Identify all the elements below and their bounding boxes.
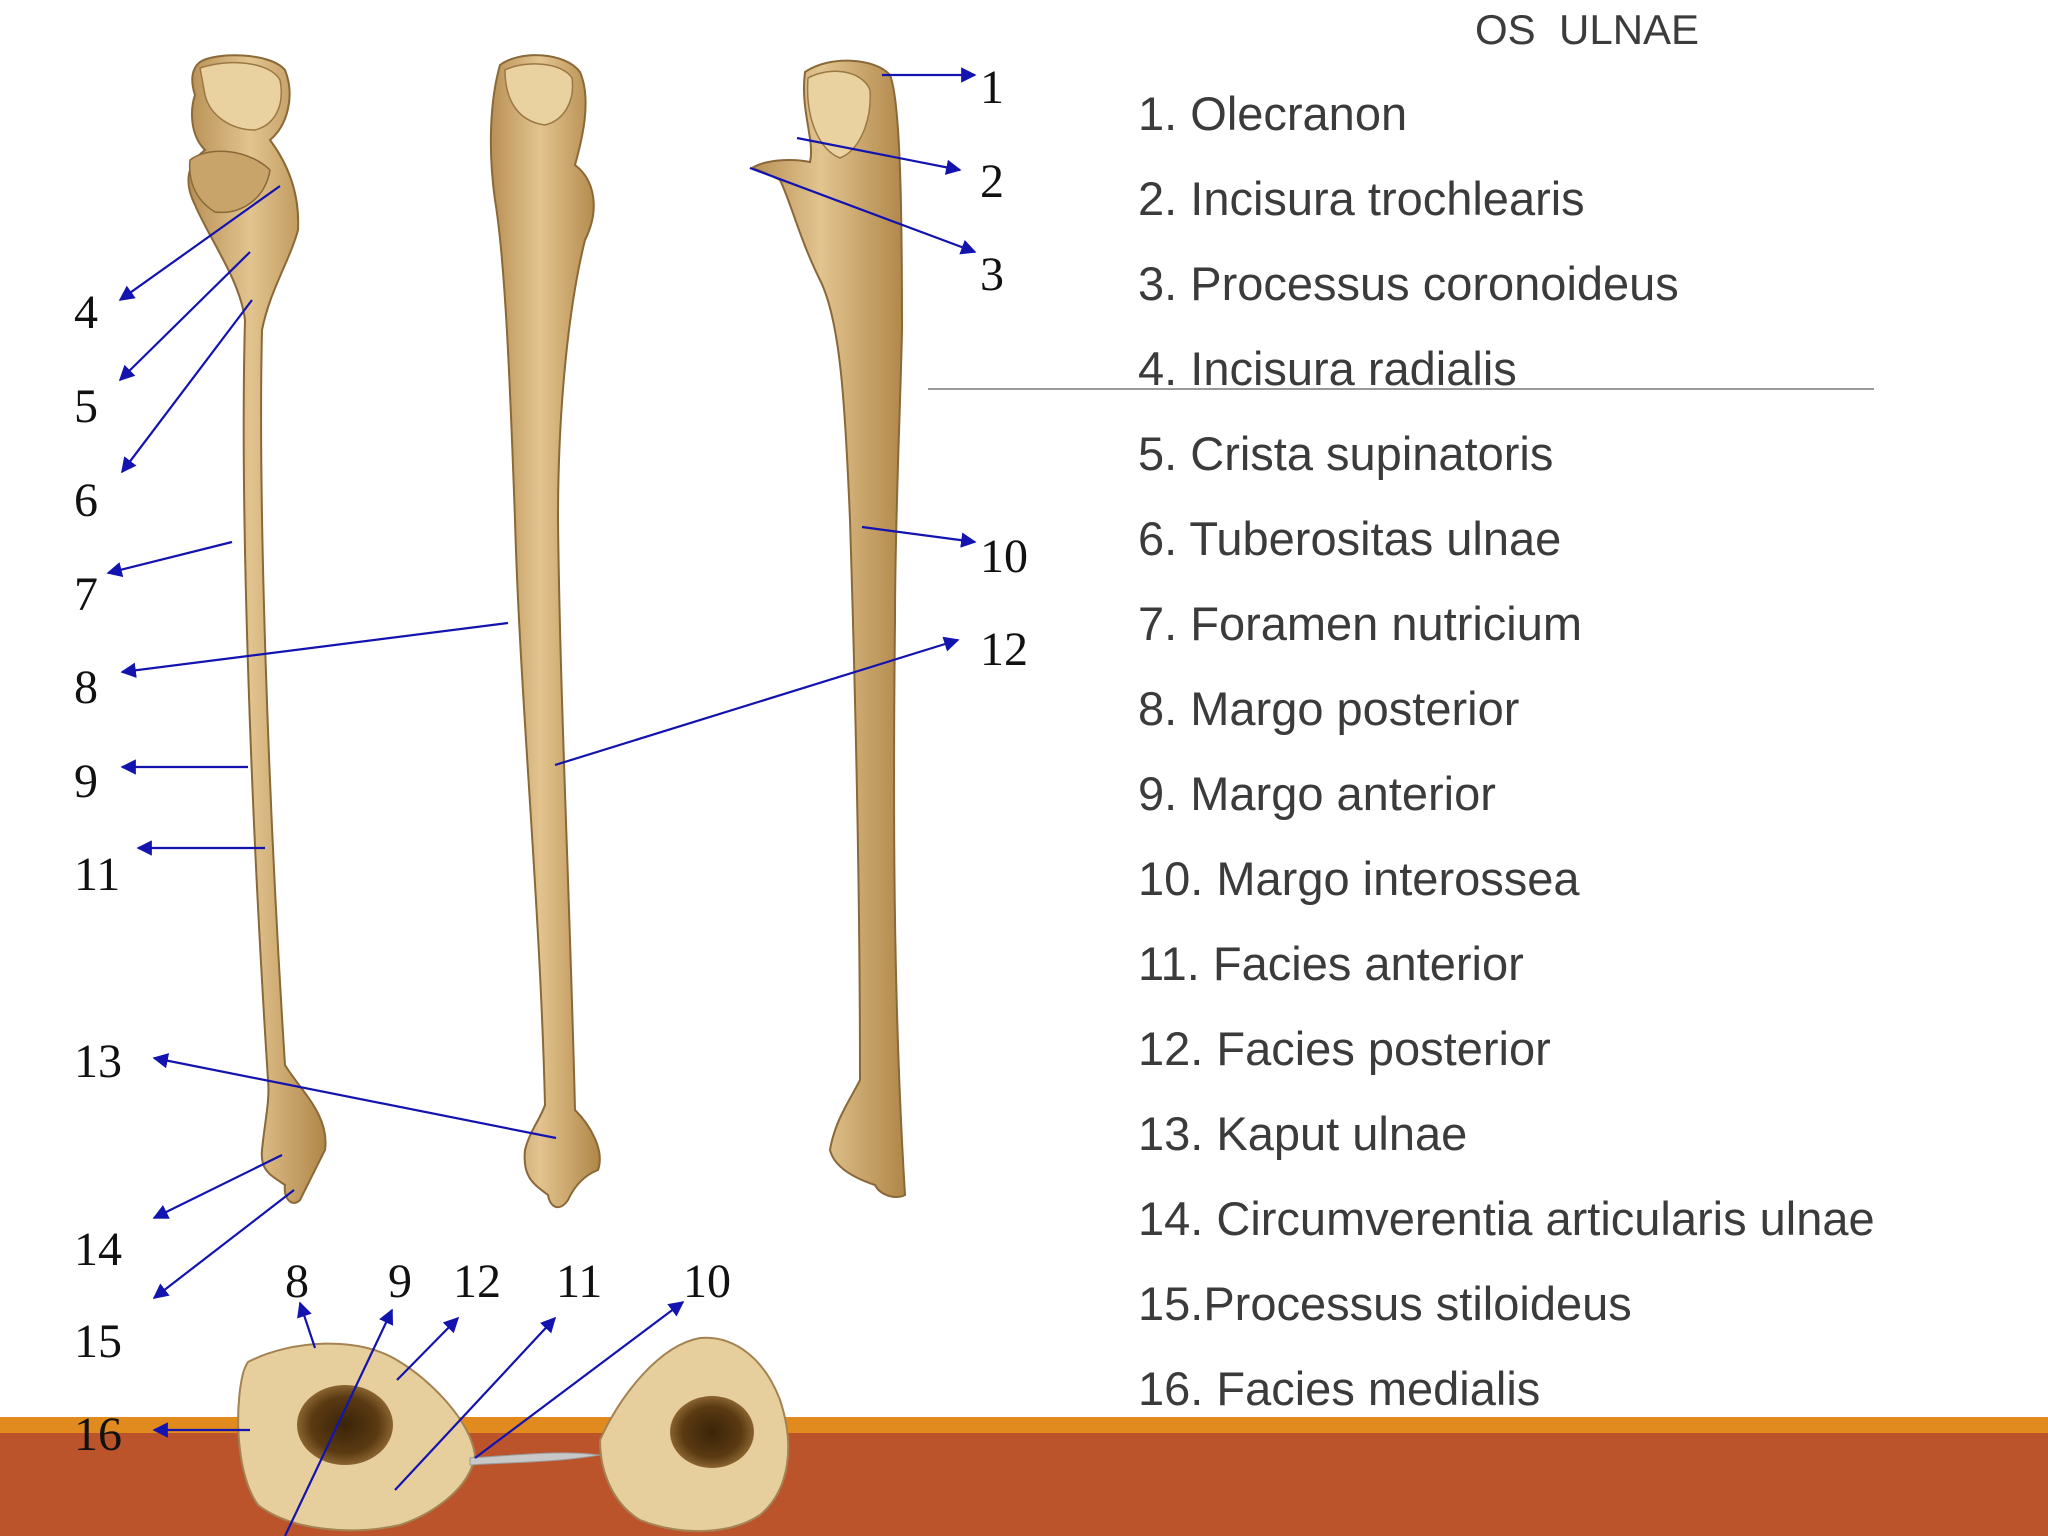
- leader-line-2: [796, 136, 962, 175]
- legend-item: 2. Incisura trochlearis: [1138, 172, 1585, 225]
- label-15: 15: [74, 1315, 122, 1368]
- leader-line-6: [121, 299, 253, 474]
- cross-section-ulna: [237, 1342, 477, 1532]
- label-7: 7: [74, 568, 98, 621]
- legend-item: 13. Kaput ulnae: [1138, 1107, 1468, 1160]
- label-16: 16: [74, 1408, 122, 1461]
- legend-item: 5. Crista supinatoris: [1138, 427, 1554, 480]
- ulna-lateral-view: [749, 59, 907, 1198]
- leader-line-section-12: [396, 1316, 460, 1381]
- section-label-10: 10: [683, 1255, 731, 1308]
- label-10: 10: [980, 530, 1028, 583]
- leader-line-15: [152, 1189, 295, 1299]
- legend-item: 16. Facies medialis: [1138, 1362, 1541, 1415]
- legend-item: 9. Margo anterior: [1138, 767, 1496, 820]
- leader-line-8: [120, 621, 509, 678]
- label-8: 8: [74, 661, 98, 714]
- leader-line-3: [749, 166, 977, 255]
- section-label-11: 11: [556, 1255, 602, 1308]
- legend-item: 14. Circumverentia articularis ulnae: [1138, 1192, 1875, 1245]
- leader-line-10: [861, 525, 977, 548]
- ulna-anterior-view: [187, 54, 327, 1204]
- cross-section-radius: [598, 1336, 790, 1533]
- label-5: 5: [74, 380, 98, 433]
- label-14: 14: [74, 1223, 122, 1276]
- legend-item: 3. Processus coronoideus: [1138, 257, 1679, 310]
- label-13: 13: [74, 1035, 122, 1088]
- leader-line-4: [118, 185, 281, 301]
- label-6: 6: [74, 474, 98, 527]
- slide-title: OS ULNAE: [1475, 6, 1700, 53]
- legend-item: 7. Foramen nutricium: [1138, 597, 1583, 650]
- divider-line: [928, 388, 1874, 390]
- ulna-posterior-view: [489, 54, 601, 1209]
- section-label-9: 9: [388, 1255, 412, 1308]
- label-1: 1: [980, 61, 1004, 114]
- section-label-8: 8: [285, 1255, 309, 1308]
- legend-item: 8. Margo posterior: [1138, 682, 1520, 735]
- label-2: 2: [980, 155, 1004, 208]
- interosseous-membrane: [469, 1452, 601, 1466]
- label-9: 9: [74, 755, 98, 808]
- leader-line-7: [106, 540, 233, 578]
- legend-item: 11. Facies anterior: [1138, 937, 1524, 990]
- section-label-12: 12: [453, 1255, 501, 1308]
- leader-line-section-8: [297, 1301, 317, 1349]
- leader-line-section-9: [284, 1308, 394, 1536]
- legend-item: 4. Incisura radialis: [1138, 342, 1517, 395]
- legend-item: 6. Tuberositas ulnae: [1138, 512, 1562, 565]
- label-3: 3: [980, 248, 1004, 301]
- legend-item: 15.Processus stiloideus: [1138, 1277, 1632, 1330]
- legend-item: 10. Margo interossea: [1138, 852, 1580, 905]
- leader-line-5: [118, 251, 251, 382]
- leader-line-14: [152, 1154, 283, 1219]
- label-4: 4: [74, 286, 98, 339]
- label-12: 12: [980, 623, 1028, 676]
- legend-list: 1. Olecranon 2. Incisura trochlearis 3. …: [1138, 82, 1875, 1442]
- leader-line-section-10: [474, 1301, 685, 1459]
- legend-item: 1. Olecranon: [1138, 87, 1408, 140]
- leader-line-section-11: [394, 1316, 557, 1491]
- label-11: 11: [74, 848, 120, 901]
- leader-line-13: [152, 1053, 557, 1140]
- legend-item: 12. Facies posterior: [1138, 1022, 1551, 1075]
- leader-line-12: [554, 636, 960, 767]
